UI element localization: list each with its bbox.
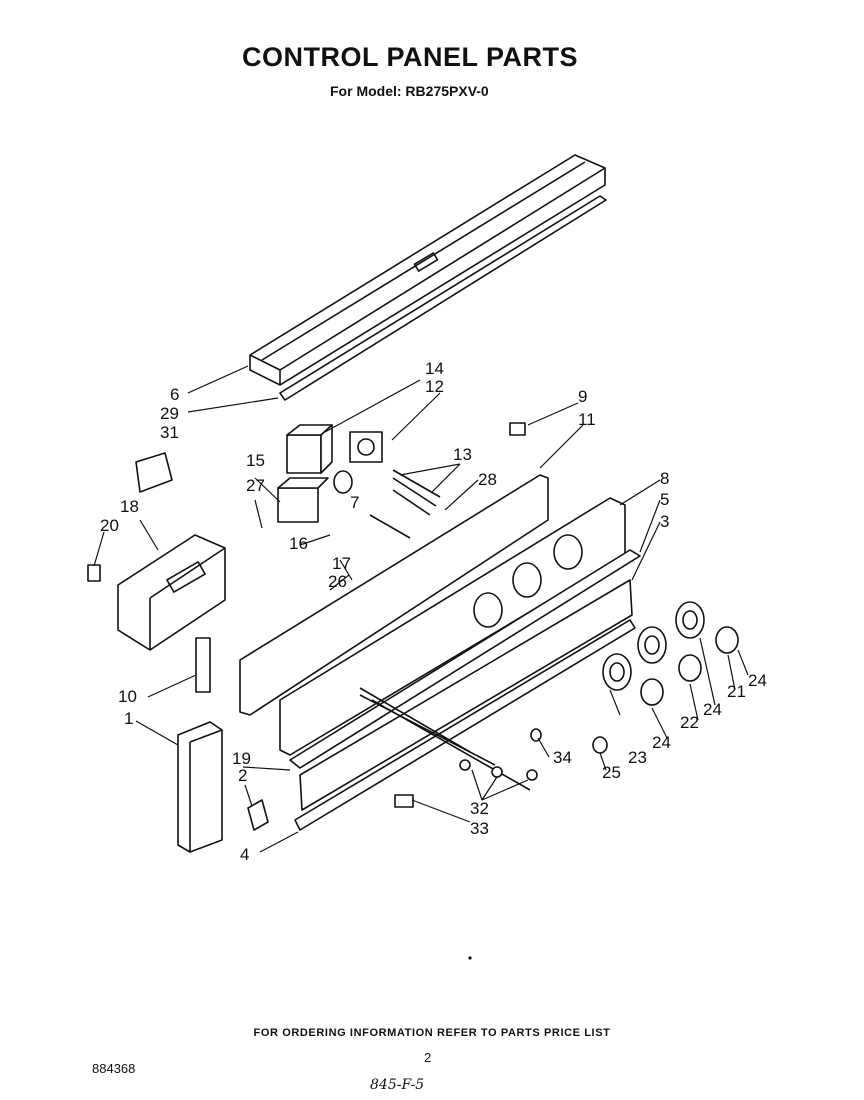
- callout-24b: 24: [703, 700, 722, 719]
- part-11-bracket: [239, 474, 549, 716]
- callout-16: 16: [289, 534, 308, 553]
- part-5-rail: [289, 549, 641, 769]
- handwritten-note: 845-F-5: [370, 1077, 425, 1093]
- callout-29: 33: [470, 819, 489, 838]
- callout-2: 2: [238, 766, 247, 785]
- callout-13: 13: [453, 445, 472, 464]
- callout-20: 20: [100, 516, 119, 535]
- document-number: 884368: [92, 1061, 136, 1076]
- mark-dot: [468, 956, 472, 960]
- part-12-switch: [349, 431, 383, 463]
- callout-27: 26: [328, 572, 347, 591]
- part-13-wires: [369, 469, 441, 539]
- part-32-strip: [279, 195, 607, 401]
- part-20-clip: [87, 564, 101, 582]
- callout-19: 19: [232, 749, 251, 768]
- part-18-clock: [117, 534, 226, 651]
- callout-9: 9: [578, 387, 587, 406]
- part-4-bottom-trim: [294, 619, 636, 831]
- callout-31: 27: [246, 476, 265, 495]
- callout-14: 14: [425, 359, 444, 378]
- callout-8: 8: [660, 469, 669, 488]
- callout-10: 10: [118, 687, 137, 706]
- part-1-side-trim: [177, 721, 223, 853]
- callout-4: 4: [240, 845, 249, 864]
- callout-24a: 24: [652, 733, 671, 752]
- callout-28: 28: [478, 470, 497, 489]
- ring-part: [333, 470, 353, 494]
- part-9-clip: [509, 422, 526, 436]
- callout-25: 25: [602, 763, 621, 782]
- ordering-note: FOR ORDERING INFORMATION REFER TO PARTS …: [253, 1027, 611, 1039]
- part-6-top-trim: [249, 154, 606, 386]
- part-10-bracket: [195, 637, 211, 693]
- part-29-clip: [394, 794, 414, 808]
- page-number: 2: [424, 1050, 432, 1065]
- callout-15: 15: [246, 451, 265, 470]
- callout-7: 7: [350, 493, 359, 512]
- callout-1: 1: [124, 709, 133, 728]
- knob-assemblies: [530, 601, 739, 754]
- part-33-end-cap: [135, 452, 173, 493]
- callout-3: 3: [660, 512, 669, 531]
- model-subtitle: For Model: RB275PXV-0: [330, 83, 489, 99]
- callout-22: 22: [680, 713, 699, 732]
- callout-12: 12: [425, 377, 444, 396]
- callout-21: 21: [727, 682, 746, 701]
- callout-5: 5: [660, 490, 669, 509]
- callout-34: 34: [553, 748, 572, 767]
- callout-26: 32: [470, 799, 489, 818]
- callout-33: 31: [160, 423, 179, 442]
- callout-18: 18: [120, 497, 139, 516]
- leader-lines: [93, 365, 749, 853]
- callout-6: 6: [170, 385, 179, 404]
- callout-32: 29: [160, 404, 179, 423]
- page-title: CONTROL PANEL PARTS: [241, 42, 579, 72]
- callout-11: 11: [578, 410, 596, 429]
- part-2-clip: [247, 799, 269, 831]
- part-3-rail: [299, 579, 633, 811]
- callout-labels: 6 29 31 14 12 9 11 13 28 8 5 3 15 27 7 1…: [100, 359, 767, 864]
- part-26-screws: [359, 687, 538, 791]
- callout-23: 23: [628, 748, 647, 767]
- part-15-block: [277, 477, 329, 523]
- part-14-transformer: [286, 424, 333, 474]
- callout-17: 17: [332, 554, 351, 573]
- callout-24c: 24: [748, 671, 767, 690]
